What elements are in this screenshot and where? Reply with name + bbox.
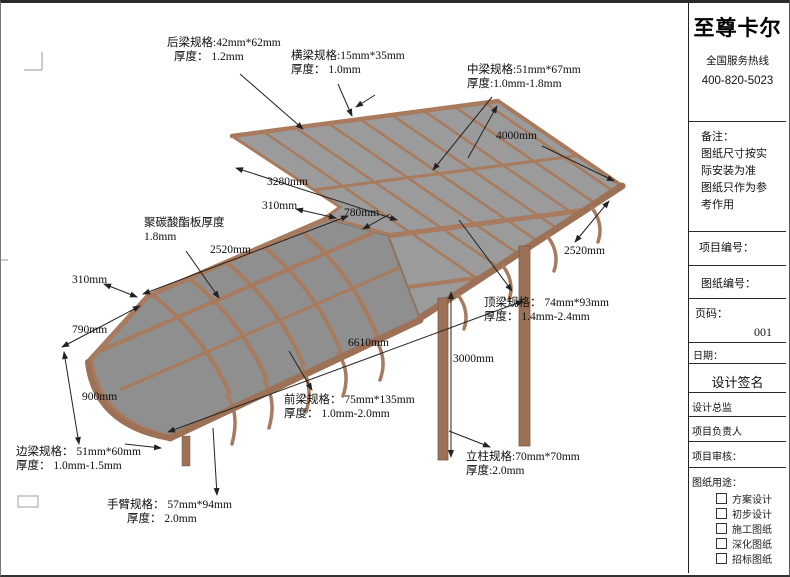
- dim-780: 780mm: [344, 207, 380, 219]
- drawing-number-field: 图纸编号：: [689, 266, 786, 299]
- brand-section: 至尊卡尔 全国服务热线 400-820-5023: [689, 3, 786, 122]
- dim-2520-left: 2520mm: [210, 244, 251, 256]
- title-block: 至尊卡尔 全国服务热线 400-820-5023 备注： 图纸尺寸按实 际安装为…: [688, 3, 786, 573]
- dim-310-top: 310mm: [262, 200, 298, 212]
- usage-option-row: 施工图纸: [716, 522, 786, 536]
- usage-checkbox[interactable]: [716, 552, 727, 564]
- usage-option-row: 深化图纸: [716, 537, 786, 551]
- canopy-drawing: [0, 52, 626, 508]
- note-line: 图纸只作为参: [701, 182, 767, 194]
- dimension-lines: [61, 73, 615, 496]
- label-side-beam-spec: 边梁规格： 51mm*60mm 厚度： 1.0mm-1.5mm: [16, 446, 141, 472]
- sign-row-project-leader: 项目负责人: [689, 417, 786, 442]
- usage-checkbox[interactable]: [716, 537, 727, 549]
- sign-row-design-director: 设计总监: [689, 393, 786, 417]
- label-front-beam-spec: 前梁规格： 75mm*135mm 厚度： 1.0mm-2.0mm: [284, 394, 415, 420]
- project-number-field: 项目编号：: [689, 232, 786, 266]
- usage-option-row: 初步设计: [716, 507, 786, 521]
- signature-header: 设计签名: [689, 364, 786, 393]
- usage-checkbox[interactable]: [716, 492, 727, 504]
- registration-marks: [0, 52, 43, 508]
- label-panel-thickness: 聚碳酸酯板厚度 1.8mm: [144, 217, 225, 243]
- date-field: 日期：: [689, 343, 786, 364]
- brand-logo: 至尊卡尔: [693, 17, 782, 40]
- note-line: 图纸尺寸按实: [701, 148, 767, 160]
- label-rear-beam-spec: 后梁规格:42mm*62mm 厚度： 1.2mm: [167, 37, 281, 63]
- dim-6610: 6610mm: [348, 337, 389, 349]
- usage-option-row: 方案设计: [716, 492, 786, 506]
- label-mid-beam-spec: 中梁规格:51mm*67mm 厚度:1.0mm-1.8mm: [467, 64, 581, 90]
- dim-4000: 4000mm: [496, 130, 537, 142]
- dim-790: 790mm: [72, 324, 108, 336]
- hotline-number: 400-820-5023: [701, 75, 774, 87]
- label-cross-beam-spec: 横梁规格:15mm*35mm 厚度： 1.0mm: [291, 50, 405, 76]
- usage-checkbox[interactable]: [716, 522, 727, 534]
- dim-900: 900mm: [82, 391, 118, 403]
- note-line: 考作用: [701, 199, 734, 211]
- dim-3000: 3000mm: [453, 353, 494, 365]
- note-title: 备注：: [701, 131, 734, 143]
- note-line: 际安装为准: [701, 165, 756, 177]
- main-roof: [229, 98, 626, 331]
- label-post-spec: 立柱规格:70mm*70mm 厚度:2.0mm: [466, 451, 580, 477]
- usage-section: 图纸用途： 方案设计 初步设计 施工图纸 深化图纸 招标图纸: [689, 468, 786, 571]
- usage-label: 图纸用途：: [692, 478, 742, 489]
- dim-310-left: 310mm: [72, 274, 108, 286]
- sign-row-project-review: 项目审核：: [689, 442, 786, 468]
- hotline-label: 全国服务热线: [706, 55, 769, 67]
- usage-option-row: 招标图纸: [716, 552, 786, 566]
- label-top-beam-spec: 顶梁规格： 74mm*93mm 厚度： 1.4mm-2.4mm: [484, 297, 609, 323]
- dim-3280: 3280mm: [267, 176, 308, 188]
- note-section: 备注： 图纸尺寸按实 际安装为准 图纸只作为参 考作用: [689, 122, 786, 232]
- page-number-value: 001: [754, 325, 772, 339]
- page-number-field: 页码： 001: [689, 299, 786, 343]
- usage-checkbox[interactable]: [716, 507, 727, 519]
- dim-2520-right: 2520mm: [564, 245, 605, 257]
- label-arm-spec: 手臂规格： 57mm*94mm 厚度： 2.0mm: [107, 499, 232, 525]
